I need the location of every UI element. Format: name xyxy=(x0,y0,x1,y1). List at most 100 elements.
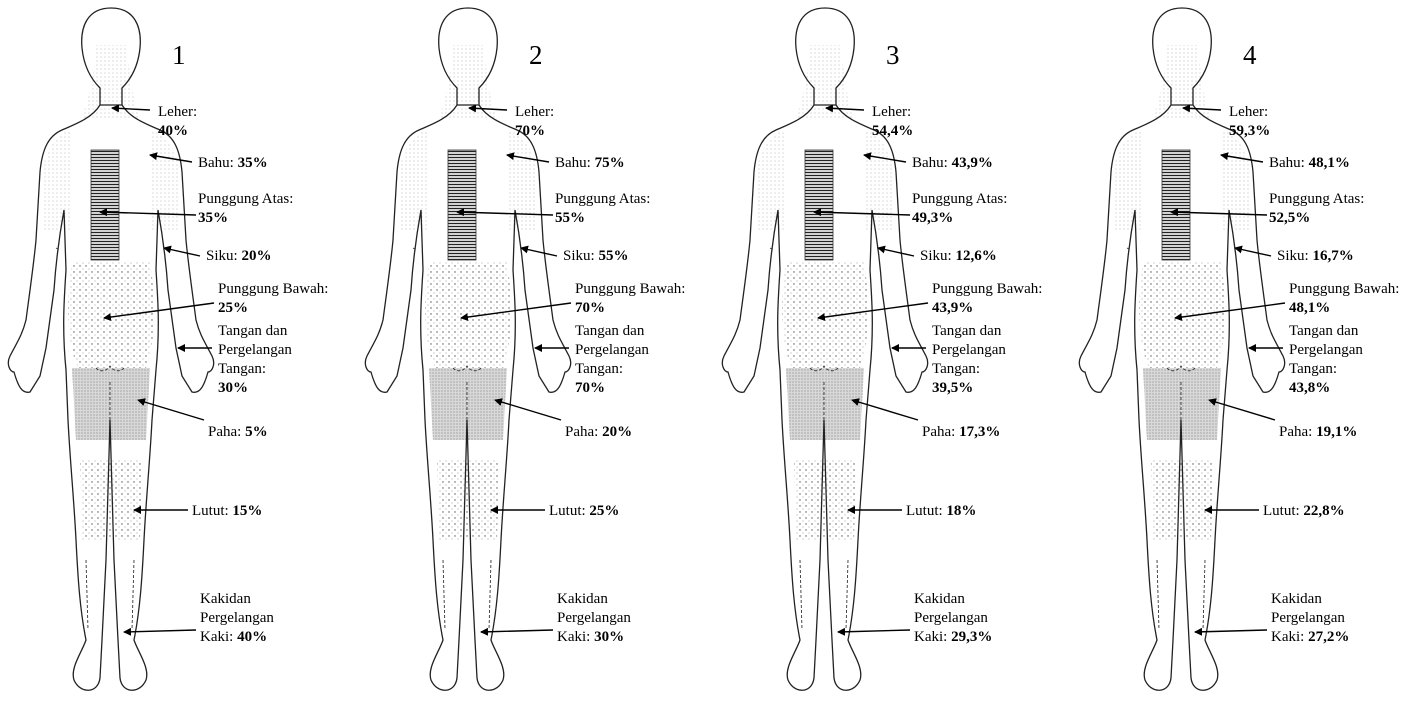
region-name-line-1: Kakidan xyxy=(1271,590,1349,609)
region-name: Punggung Bawah: xyxy=(218,280,328,299)
region-name-line-1: Tangan dan xyxy=(575,322,649,341)
label-paha: Paha: 20% xyxy=(565,423,632,442)
region-name: Bahu: xyxy=(198,155,234,171)
label-punggung-bawah: Punggung Bawah:48,1% xyxy=(1289,280,1399,318)
region-percent: 15% xyxy=(232,503,262,519)
lower-back-region xyxy=(1139,262,1225,368)
label-punggung-bawah: Punggung Bawah:43,9% xyxy=(932,280,1042,318)
label-kaki: KakidanPergelanganKaki: 40% xyxy=(200,590,274,647)
panel-number: 1 xyxy=(172,40,186,71)
upper-back-region xyxy=(1162,150,1190,260)
region-name-line-1: Kakidan xyxy=(914,590,992,609)
region-name: Paha: xyxy=(922,424,955,440)
label-bahu: Bahu: 48,1% xyxy=(1269,154,1350,173)
region-name-line-3: Tangan: xyxy=(932,360,1006,379)
region-percent: 22,8% xyxy=(1303,503,1344,519)
region-percent: 25% xyxy=(218,300,248,316)
label-leher: Leher:59,3% xyxy=(1229,103,1270,141)
region-name-line-1: Tangan dan xyxy=(1289,322,1363,341)
region-name: Punggung Atas: xyxy=(555,190,650,209)
region-percent: 70% xyxy=(575,300,605,316)
region-name: Punggung Bawah: xyxy=(575,280,685,299)
region-name-line-1: Tangan dan xyxy=(932,322,1006,341)
region-name: Paha: xyxy=(208,424,241,440)
region-percent: 12,6% xyxy=(955,248,996,264)
region-name-line-3: Kaki: 29,3% xyxy=(914,628,992,647)
region-name-line-3: Tangan: xyxy=(218,360,292,379)
label-lutut: Lutut: 25% xyxy=(549,502,619,521)
label-punggung-bawah: Punggung Bawah:70% xyxy=(575,280,685,318)
region-name: Punggung Bawah: xyxy=(1289,280,1399,299)
region-name: Leher: xyxy=(872,103,913,122)
neck-region xyxy=(82,45,140,118)
region-percent: 39,5% xyxy=(932,380,973,396)
arrow-siku xyxy=(521,248,557,256)
region-percent: 40% xyxy=(158,123,188,139)
label-punggung-atas: Punggung Atas:35% xyxy=(198,190,293,228)
region-percent: 55% xyxy=(555,210,585,226)
arrow-siku xyxy=(164,248,200,256)
region-percent: 18% xyxy=(946,503,976,519)
label-lutut: Lutut: 18% xyxy=(906,502,976,521)
region-name: Lutut: xyxy=(1263,503,1300,519)
region-name-line-2: Pergelangan xyxy=(1289,341,1363,360)
panel-number: 2 xyxy=(529,40,543,71)
arrow-paha xyxy=(1209,400,1275,420)
region-name: Paha: xyxy=(1279,424,1312,440)
region-name: Leher: xyxy=(515,103,554,122)
region-percent: 54,4% xyxy=(872,123,913,139)
thigh-region xyxy=(72,368,150,440)
label-paha: Paha: 19,1% xyxy=(1279,423,1357,442)
label-bahu: Bahu: 43,9% xyxy=(912,154,993,173)
region-percent: 43,9% xyxy=(932,300,973,316)
upper-back-region xyxy=(805,150,833,260)
label-punggung-bawah: Punggung Bawah:25% xyxy=(218,280,328,318)
region-name: Bahu: xyxy=(1269,155,1305,171)
region-name: Kaki: xyxy=(557,629,590,645)
region-name-line-2: Pergelangan xyxy=(218,341,292,360)
region-percent: 52,5% xyxy=(1269,210,1310,226)
region-name-line-2: Pergelangan xyxy=(557,609,631,628)
region-name-line-1: Kakidan xyxy=(557,590,631,609)
body-map-panel-2: 2Leher:70%Bahu: 75%Punggung Atas:55%Siku… xyxy=(357,0,714,706)
arrow-paha xyxy=(138,400,204,420)
label-siku: Siku: 55% xyxy=(563,247,628,266)
region-name: Bahu: xyxy=(912,155,948,171)
region-name-line-3: Tangan: xyxy=(575,360,649,379)
region-percent: 17,3% xyxy=(959,424,1000,440)
region-name: Punggung Bawah: xyxy=(932,280,1042,299)
label-siku: Siku: 16,7% xyxy=(1277,247,1354,266)
region-percent: 16,7% xyxy=(1312,248,1353,264)
upper-back-region xyxy=(448,150,476,260)
label-siku: Siku: 20% xyxy=(206,247,271,266)
arrow-siku xyxy=(1235,248,1271,256)
region-name: Kaki: xyxy=(914,629,947,645)
panel-number: 4 xyxy=(1243,40,1257,71)
region-name: Lutut: xyxy=(192,503,229,519)
label-punggung-atas: Punggung Atas:49,3% xyxy=(912,190,1007,228)
region-name-line-2: Pergelangan xyxy=(575,341,649,360)
label-bahu: Bahu: 35% xyxy=(198,154,268,173)
label-punggung-atas: Punggung Atas:55% xyxy=(555,190,650,228)
region-name: Paha: xyxy=(565,424,598,440)
region-name: Bahu: xyxy=(555,155,591,171)
region-name-line-2: Pergelangan xyxy=(1271,609,1349,628)
label-leher: Leher:70% xyxy=(515,103,554,141)
region-percent: 70% xyxy=(575,380,605,396)
arrow-paha xyxy=(852,400,918,420)
region-name-line-1: Kakidan xyxy=(200,590,274,609)
region-name: Siku: xyxy=(563,248,595,264)
region-name: Lutut: xyxy=(549,503,586,519)
label-tangan: Tangan danPergelanganTangan:39,5% xyxy=(932,322,1006,398)
label-leher: Leher:40% xyxy=(158,103,197,141)
region-percent: 27,2% xyxy=(1308,629,1349,645)
region-percent: 48,1% xyxy=(1289,300,1330,316)
region-percent: 29,3% xyxy=(951,629,992,645)
